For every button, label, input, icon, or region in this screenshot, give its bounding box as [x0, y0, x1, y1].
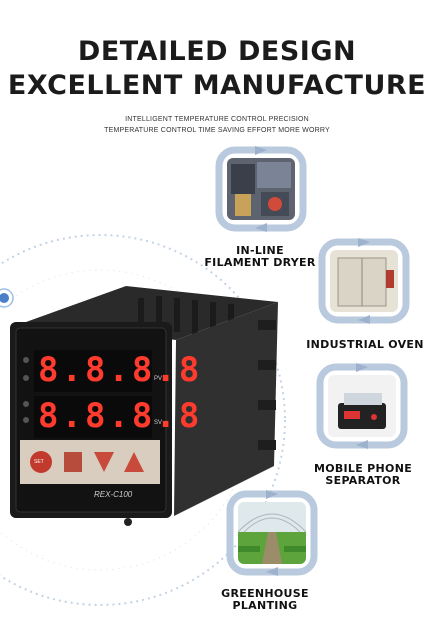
- cycle-arrows-icon: [226, 490, 318, 576]
- greenhouse-label: GREENHOUSE PLANTING: [221, 587, 309, 612]
- sv-display: 8.8.8.8: [38, 396, 203, 436]
- filament-dryer-label: IN-LINE FILAMENT DRYER: [204, 244, 316, 269]
- phone-separator-badge: [316, 363, 408, 449]
- filament-dryer-badge: [215, 146, 307, 232]
- set-button-logo: SET: [34, 459, 44, 465]
- pv-display: 8.8.8.8: [38, 350, 203, 390]
- industrial-oven-photo: [330, 250, 398, 312]
- greenhouse-badge: [226, 490, 318, 576]
- cycle-arrows-icon: [316, 363, 408, 449]
- controller-body: [10, 286, 278, 526]
- temperature-controller: 8.8.8.8 8.8.8.8 PV SV SET REX-C100: [6, 280, 286, 530]
- industrial-oven-badge: [318, 238, 410, 324]
- headline-line-2: EXCELLENT MANUFACTURE: [7, 70, 427, 101]
- headline-line-1: DETAILED DESIGN: [77, 36, 357, 67]
- model-label: REX-C100: [94, 490, 133, 499]
- sv-label: SV: [154, 420, 163, 426]
- phone-separator-photo: [328, 375, 396, 437]
- pv-label: PV: [154, 376, 163, 382]
- subtitle-line-2: TEMPERATURE CONTROL TIME SAVING EFFORT M…: [104, 127, 330, 134]
- subtitle-line-1: INTELLIGENT TEMPERATURE CONTROL PRECISIO…: [125, 116, 309, 123]
- greenhouse-photo: [238, 502, 306, 564]
- cycle-arrows-icon: [318, 238, 410, 324]
- industrial-oven-label: INDUSTRIAL OVEN: [306, 338, 424, 351]
- cycle-arrows-icon: [215, 146, 307, 232]
- filament-dryer-photo: [227, 158, 295, 220]
- phone-separator-label: MOBILE PHONE SEPARATOR: [313, 462, 413, 487]
